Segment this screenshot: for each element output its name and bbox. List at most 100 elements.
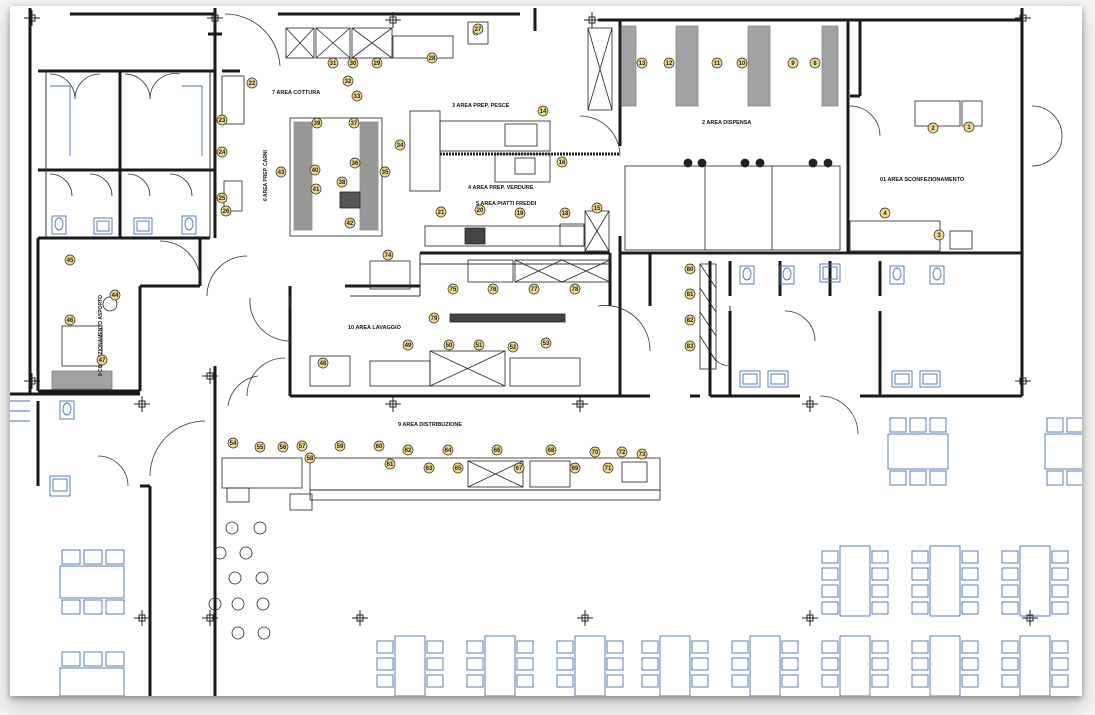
item-marker: 61 <box>384 458 396 470</box>
item-marker-circle <box>491 444 503 456</box>
item-number: 65 <box>455 466 462 472</box>
area-label: 4 AREA PREP. VERDURE <box>468 185 534 191</box>
item-marker-circle <box>428 312 440 324</box>
item-number: 66 <box>494 448 501 454</box>
item-number: 78 <box>572 287 579 293</box>
item-marker: 8 <box>809 57 821 69</box>
item-marker: 82 <box>684 314 696 326</box>
item-marker-circle <box>317 357 329 369</box>
item-marker: 76 <box>487 283 499 295</box>
item-number: 32 <box>345 79 352 85</box>
item-marker: 14 <box>537 105 549 117</box>
item-marker-circle <box>537 105 549 117</box>
item-marker: 80 <box>684 263 696 275</box>
item-number: 18 <box>562 211 569 217</box>
item-marker: 58 <box>304 452 316 464</box>
column-grid <box>24 10 1038 626</box>
item-number: 44 <box>112 293 119 299</box>
item-marker-circle <box>394 139 406 151</box>
item-number: 11 <box>714 61 721 67</box>
item-marker: 83 <box>684 340 696 352</box>
dining-tables <box>59 417 1082 696</box>
item-marker-circle <box>227 437 239 449</box>
item-number: 25 <box>219 196 226 202</box>
item-marker-circle <box>711 57 723 69</box>
item-marker-circle <box>963 121 975 133</box>
area-label: 9 AREA DISTRIBUZIONE <box>398 422 462 428</box>
item-number: 68 <box>548 448 555 454</box>
item-marker: 39 <box>311 117 323 129</box>
item-marker-circle <box>591 202 603 214</box>
item-number: 26 <box>223 209 230 215</box>
item-number: 53 <box>543 341 550 347</box>
item-number: 2 <box>931 126 935 132</box>
item-marker-circle <box>616 446 628 458</box>
item-marker: 70 <box>589 446 601 458</box>
item-number: 62 <box>405 448 412 454</box>
area-label: 01 AREA SCONFEZIONAMENTO <box>880 177 965 183</box>
item-marker: 38 <box>336 176 348 188</box>
item-number: 70 <box>592 450 599 456</box>
item-marker-circle <box>423 462 435 474</box>
item-number: 59 <box>337 444 344 450</box>
item-marker: 16 <box>556 156 568 168</box>
area-label: 8 CONFEZIONAMENTO ASPORTO <box>98 295 104 376</box>
item-marker: 79 <box>428 312 440 324</box>
item-marker: 37 <box>348 117 360 129</box>
item-marker: 11 <box>711 57 723 69</box>
item-marker: 21 <box>435 206 447 218</box>
item-number: 47 <box>99 358 106 364</box>
item-marker: 23 <box>216 114 228 126</box>
item-marker-circle <box>473 339 485 351</box>
item-number: 14 <box>540 109 547 115</box>
item-marker-circle <box>513 462 525 474</box>
item-number: 27 <box>475 27 482 33</box>
item-marker: 33 <box>351 90 363 102</box>
item-number: 45 <box>67 258 74 264</box>
item-marker: 75 <box>447 283 459 295</box>
item-marker-circle <box>382 249 394 261</box>
item-marker: 3 <box>933 229 945 241</box>
item-marker: 71 <box>602 462 614 474</box>
item-marker: 18 <box>559 207 571 219</box>
floor-plan-sheet: 7 AREA COTTURA 3 AREA PREP. PESCE 2 AREA… <box>10 6 1082 696</box>
item-marker-circle <box>684 288 696 300</box>
item-marker-circle <box>663 57 675 69</box>
item-marker: 29 <box>371 57 383 69</box>
item-number: 21 <box>438 210 445 216</box>
item-number: 54 <box>230 441 237 447</box>
item-number: 58 <box>307 456 314 462</box>
item-marker-circle <box>927 122 939 134</box>
kitchen-floor-plan: 7 AREA COTTURA 3 AREA PREP. PESCE 2 AREA… <box>10 8 1082 696</box>
item-number: 43 <box>278 170 285 176</box>
item-marker-circle <box>310 183 322 195</box>
item-number: 51 <box>476 343 483 349</box>
item-marker-circle <box>787 57 799 69</box>
item-marker: 43 <box>275 166 287 178</box>
item-marker: 12 <box>663 57 675 69</box>
item-number: 29 <box>374 61 381 67</box>
item-marker-circle <box>809 57 821 69</box>
item-marker-circle <box>507 341 519 353</box>
item-number: 63 <box>426 466 433 472</box>
item-marker: 50 <box>443 339 455 351</box>
item-marker: 27 <box>472 23 484 35</box>
item-marker: 57 <box>296 440 308 452</box>
item-number: 23 <box>219 118 226 124</box>
item-number: 24 <box>219 150 226 156</box>
item-number: 55 <box>257 445 264 451</box>
item-marker: 77 <box>528 283 540 295</box>
item-number: 75 <box>450 287 457 293</box>
item-marker: 30 <box>347 57 359 69</box>
item-marker: 51 <box>473 339 485 351</box>
item-number: 20 <box>477 208 484 214</box>
item-marker-circle <box>344 217 356 229</box>
item-marker-circle <box>246 77 258 89</box>
item-marker: 20 <box>474 204 486 216</box>
item-number: 61 <box>387 462 394 468</box>
item-marker: 63 <box>423 462 435 474</box>
item-number: 83 <box>687 344 694 350</box>
item-marker-circle <box>559 207 571 219</box>
item-marker-circle <box>474 204 486 216</box>
item-marker: 9 <box>787 57 799 69</box>
